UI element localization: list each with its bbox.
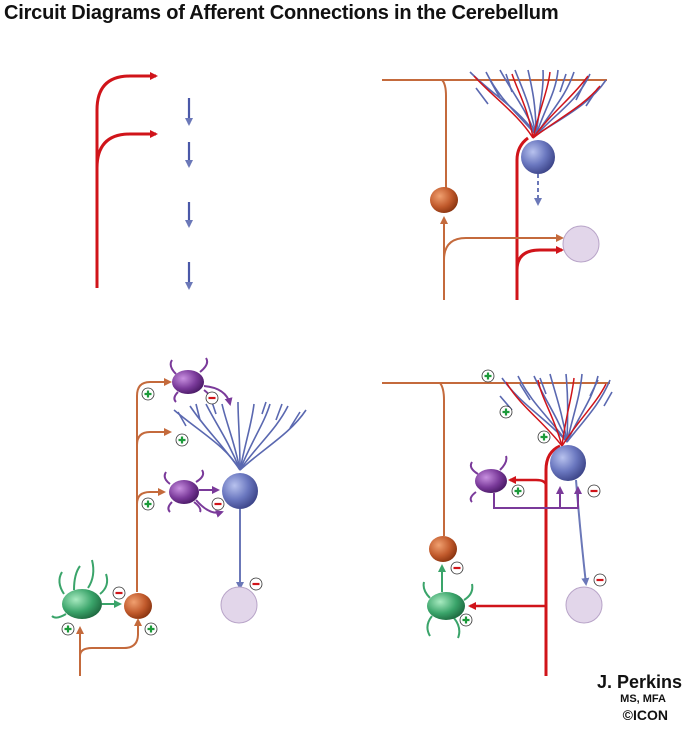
- excitatory-plus-icon: [143, 621, 159, 637]
- climbing-to-basket: [508, 476, 548, 487]
- purkinje-dendrites: [173, 401, 307, 471]
- parallel-fiber-collateral: [136, 428, 172, 446]
- panel-climbing-fiber-branches: [95, 72, 193, 290]
- climbing-fiber: [544, 444, 561, 676]
- artist-name: J. Perkins: [596, 672, 682, 692]
- golgi-cell: [422, 581, 474, 639]
- stellate-cell: [169, 357, 212, 403]
- basket-collateral: [136, 488, 166, 505]
- stellate-axon: [203, 385, 233, 406]
- panel-complete-circuit: [382, 368, 613, 676]
- purkinje-cell: [550, 445, 586, 481]
- excitatory-plus-icon: [140, 386, 156, 402]
- excitatory-plus-icon: [510, 483, 526, 499]
- granule-axon: [136, 378, 172, 592]
- inhibitory-minus-icon: [592, 572, 608, 588]
- climbing-fiber-collateral: [95, 130, 158, 169]
- climbing-fiber: [515, 136, 529, 300]
- excitatory-plus-icon: [140, 496, 156, 512]
- golgi-cell: [51, 559, 109, 619]
- inhibitory-minus-icon: [248, 576, 264, 592]
- panel-inhibitory-interneurons: [51, 357, 307, 676]
- purkinje-dendrites: [499, 373, 613, 443]
- climbing-fiber-wrapping: [505, 377, 607, 447]
- basket-axon: [493, 486, 582, 509]
- granule-cell: [429, 536, 457, 562]
- panel-purkinje-climbing-mossy: [382, 69, 607, 300]
- basket-cell: [163, 469, 205, 513]
- inhibitory-minus-icon: [449, 560, 465, 576]
- climbing-fiber: [95, 72, 158, 288]
- deep-nucleus-cell: [565, 586, 603, 624]
- page-title: Circuit Diagrams of Afferent Connections…: [4, 2, 559, 24]
- climbing-fiber-wrapping: [473, 71, 601, 139]
- mossy-fiber: [79, 618, 142, 676]
- purkinje-cell: [521, 140, 555, 174]
- artist-degree: MS, MFA: [620, 693, 666, 705]
- purkinje-cell: [222, 473, 258, 509]
- inhibitory-minus-icon: [111, 585, 127, 601]
- inhibitory-minus-icon: [210, 496, 226, 512]
- excitatory-plus-icon: [174, 432, 190, 448]
- inhibitory-minus-icon: [586, 483, 602, 499]
- granule-axon: [439, 382, 445, 536]
- deep-nucleus-cell: [562, 225, 600, 263]
- inhibitory-minus-icon: [204, 390, 220, 406]
- excitatory-plus-icon: [498, 404, 514, 420]
- basket-axon-collateral: [195, 499, 224, 518]
- publisher-logo: ©ICON: [622, 707, 668, 723]
- deep-nucleus-cell: [220, 586, 258, 624]
- mossy-fiber-collateral: [443, 234, 564, 261]
- basket-cell: [469, 455, 508, 503]
- excitatory-plus-icon: [480, 368, 496, 384]
- excitatory-plus-icon: [536, 429, 552, 445]
- excitatory-plus-icon: [60, 621, 76, 637]
- granule-cell: [124, 593, 152, 619]
- granule-axon: [441, 79, 447, 190]
- granule-cell: [430, 187, 458, 213]
- excitatory-plus-icon: [458, 612, 474, 628]
- climbing-fiber-collateral: [515, 246, 564, 271]
- artist-credit: J. Perkins MS, MFA ©ICON: [597, 672, 682, 724]
